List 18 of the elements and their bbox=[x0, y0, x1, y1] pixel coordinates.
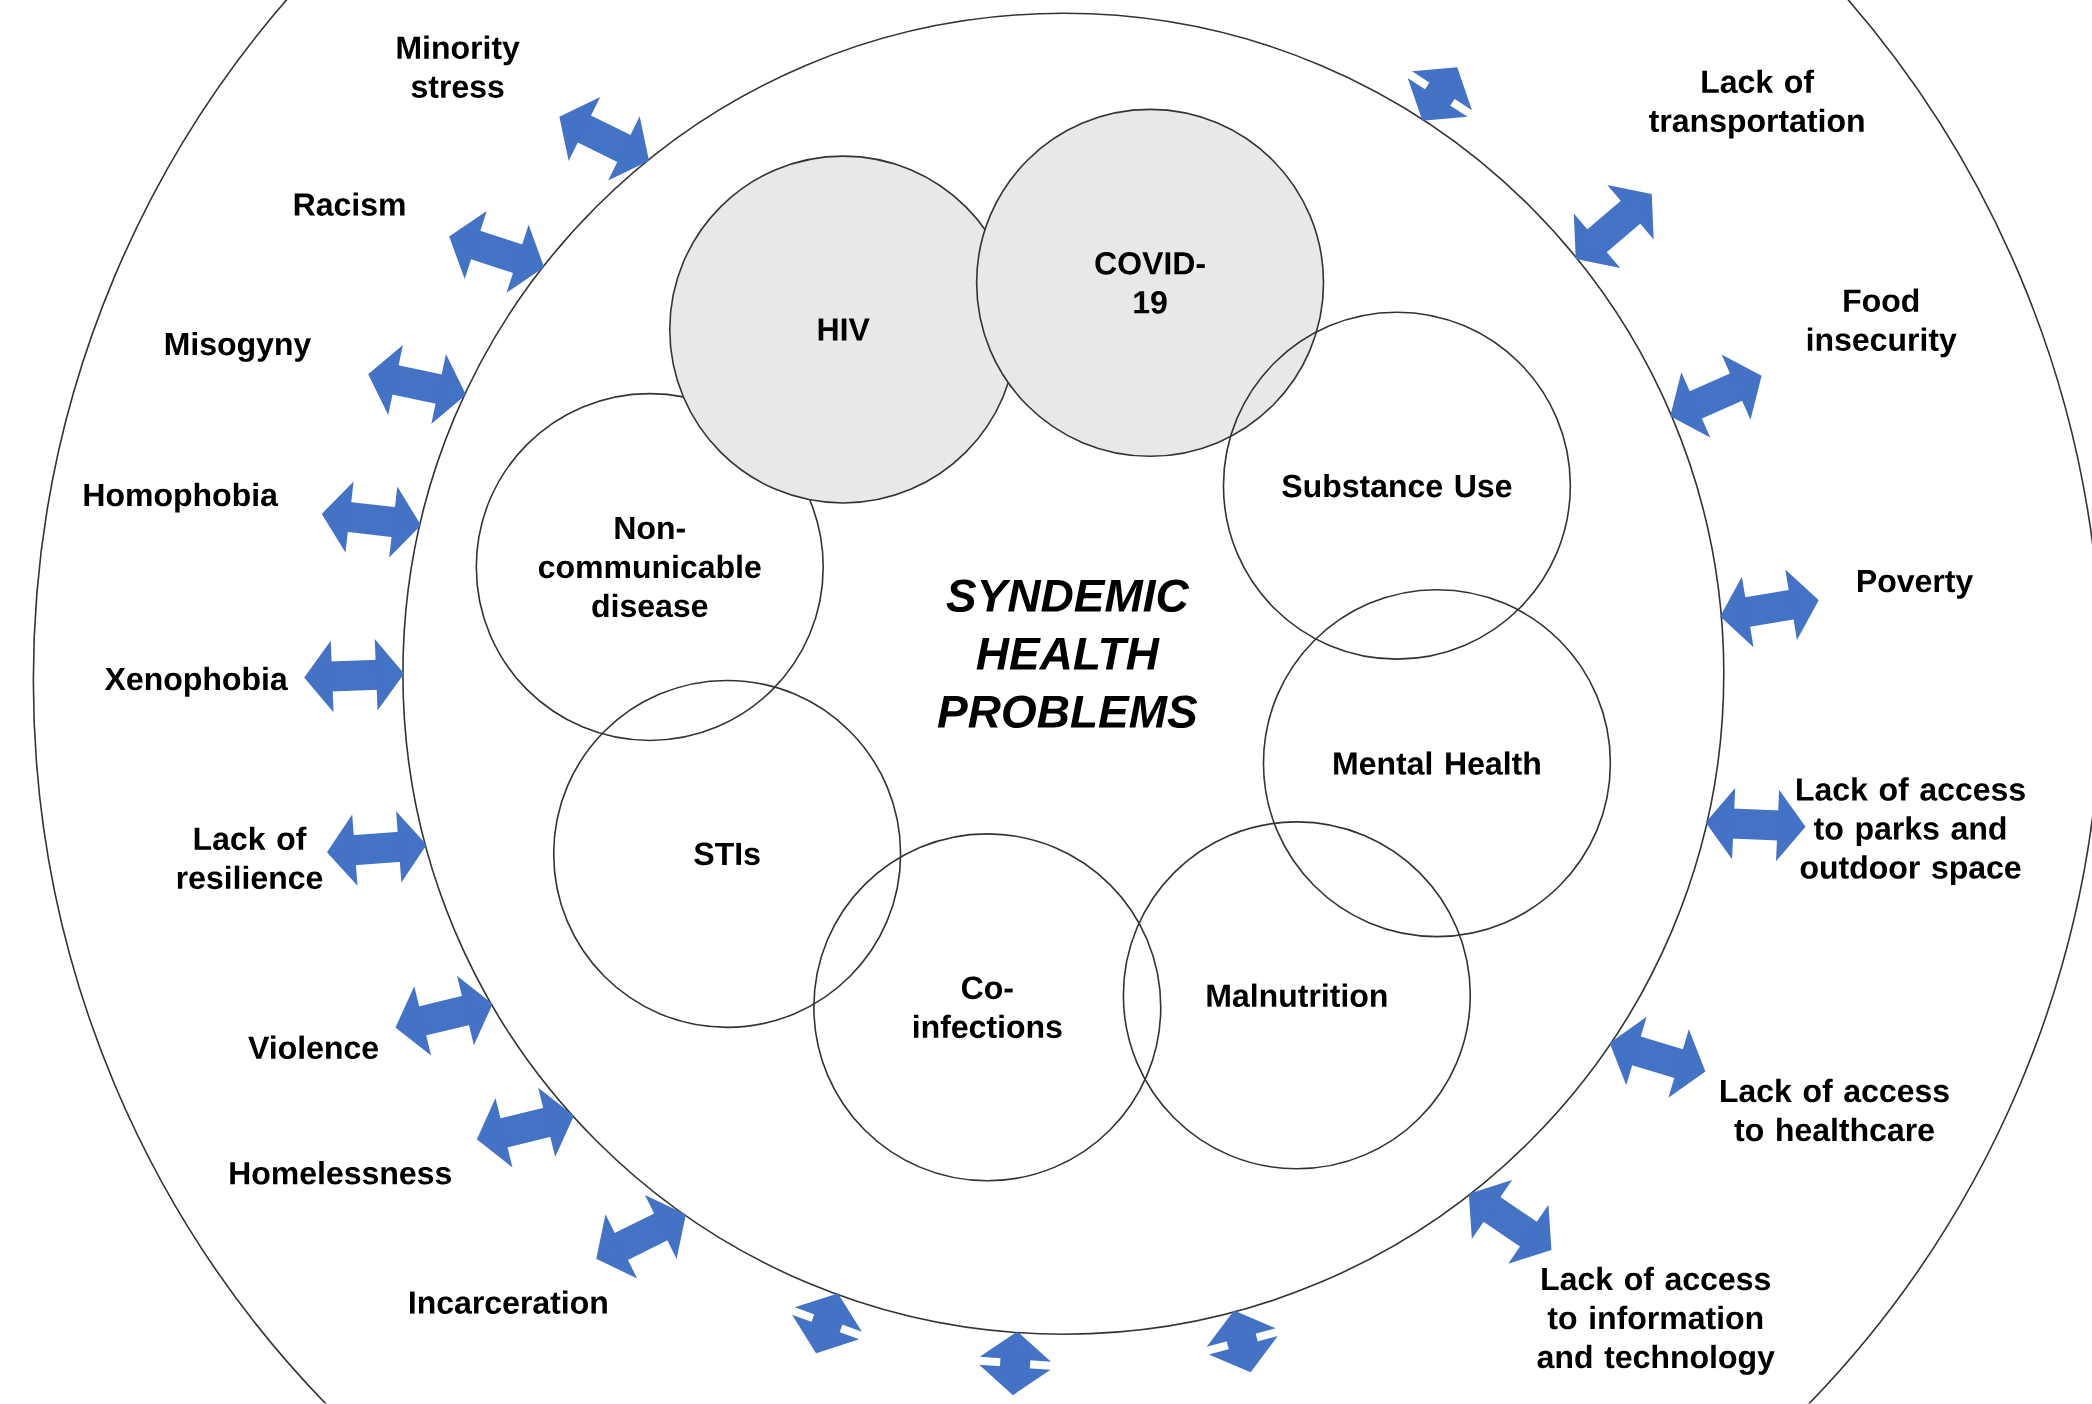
center-heading: SYNDEMIC HEALTH PROBLEMS bbox=[937, 579, 1198, 729]
factor-label: Lack of access to healthcare bbox=[1721, 1079, 1949, 1142]
factor-label: Minority stress bbox=[397, 35, 520, 99]
factor-label: Lack of access to parks and outdoor space bbox=[1797, 777, 2025, 886]
factor-label: Racism bbox=[294, 192, 405, 217]
double-arrow bbox=[596, 1195, 686, 1279]
double-arrow bbox=[1670, 354, 1762, 438]
factor-label: Lack of transportation bbox=[1649, 69, 1864, 139]
factor-label: Homelessness bbox=[230, 1161, 451, 1185]
factor-label: Poverty bbox=[1858, 570, 1974, 599]
factor-label: Misogyny bbox=[165, 332, 312, 363]
factor-label: Lack of resilience bbox=[177, 826, 323, 890]
factor-label: Incarceration bbox=[410, 1290, 607, 1315]
factor-label: Food insecurity bbox=[1807, 288, 1957, 358]
factor-label: Xenophobia bbox=[104, 667, 288, 697]
factor-label: Violence bbox=[248, 1035, 378, 1060]
factor-label: Homophobia bbox=[84, 482, 279, 513]
factor-label: Lack of access to information and technology bbox=[1537, 1267, 1775, 1376]
